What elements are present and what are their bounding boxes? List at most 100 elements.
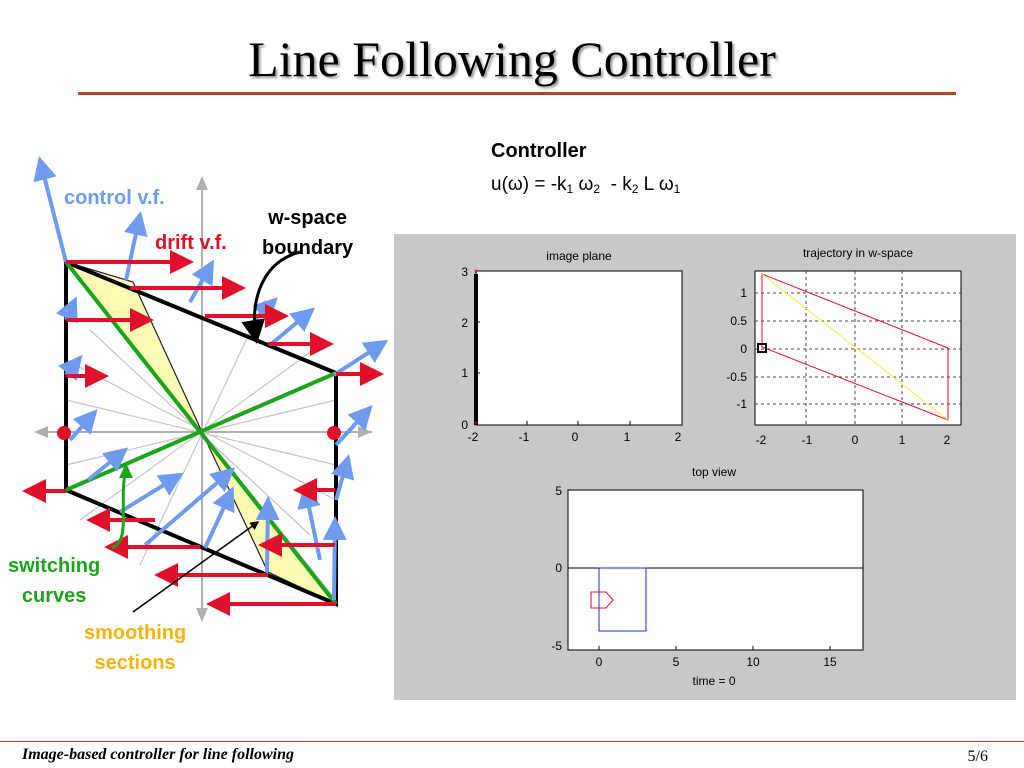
control-arrow — [86, 447, 129, 482]
slide-title: Line Following Controller — [248, 31, 776, 87]
image-plane-plot-area — [475, 270, 683, 426]
top-view-axes: top view 0 5 10 15 5 0 -5 time = 0 — [551, 465, 864, 688]
trajectory-plot-area — [754, 270, 962, 426]
ytick-label: -5 — [551, 639, 562, 653]
eq-subscript: 2 — [593, 182, 601, 196]
vector-field-diagram — [22, 156, 389, 622]
image-plane-axes: image plane * * -2 -1 0 1 2 0 1 2 3 — [461, 249, 683, 444]
smoothing-sections-label: smoothing sections — [84, 618, 186, 678]
xtick-label: 5 — [673, 655, 680, 669]
trajectory-switching-line — [761, 273, 949, 421]
trajectory-title: trajectory in w-space — [803, 246, 913, 260]
footer-rule — [0, 741, 1024, 742]
drift-vector-field — [22, 250, 384, 616]
xtick-label: 1 — [624, 430, 631, 444]
control-arrow — [58, 354, 83, 382]
image-plane-marker: * — [474, 420, 478, 431]
wspace-pointer — [241, 250, 301, 344]
wspace-boundary-label: w-space boundary — [262, 203, 353, 263]
control-arrow — [124, 211, 148, 281]
controller-equation: u(ω) = -k1 ω2 - k2 L ω1 — [491, 174, 680, 196]
eq-subscript: 1 — [566, 182, 574, 196]
top-view-title: top view — [692, 465, 736, 479]
switching-pointer — [111, 469, 128, 550]
title-underline — [78, 92, 956, 95]
ytick-label: 0 — [461, 418, 468, 432]
ytick-label: 0.5 — [730, 314, 747, 328]
matlab-figure-svg: image plane * * -2 -1 0 1 2 0 1 2 3 traj… — [461, 246, 962, 688]
ytick-label: 1 — [461, 366, 468, 380]
smoothing-label-line: smoothing — [84, 622, 187, 644]
equilibrium-dot — [57, 426, 71, 440]
switching-label-line: switching — [8, 555, 101, 577]
image-plane-title: image plane — [546, 249, 612, 263]
control-arrow — [33, 156, 68, 263]
control-arrow — [322, 516, 347, 601]
footer-title: Image-based controller for line followin… — [22, 746, 294, 763]
ytick-label: 2 — [461, 316, 468, 330]
controller-heading: Controller — [491, 140, 587, 162]
eq-part: u(ω) = -k — [491, 174, 567, 195]
control-arrow — [203, 486, 235, 549]
control-arrow — [330, 454, 355, 501]
control-arrow — [188, 259, 214, 303]
wspace-label-line: w-space — [268, 207, 348, 229]
ytick-label: -0.5 — [726, 370, 747, 384]
control-arrow — [297, 484, 322, 561]
control-arrow — [255, 496, 280, 573]
control-vector-field — [33, 156, 389, 601]
image-plane-marker: * — [474, 268, 478, 279]
control-arrow — [268, 307, 316, 347]
eq-subscript: 2 — [631, 182, 639, 196]
eq-part: - k — [600, 174, 632, 195]
top-view-ticks — [598, 646, 831, 650]
xtick-label: -1 — [802, 433, 813, 447]
ytick-label: 1 — [740, 286, 747, 300]
axis-arrowhead — [358, 426, 372, 438]
wspace-label-line: boundary — [262, 237, 354, 259]
axis-arrowhead — [34, 426, 48, 438]
image-plane-ticks — [476, 321, 631, 425]
xtick-label: 2 — [944, 433, 951, 447]
axis-arrowhead — [196, 176, 208, 190]
xtick-label: -2 — [756, 433, 767, 447]
control-arrow — [55, 296, 78, 324]
eq-subscript: 1 — [673, 182, 681, 196]
drift-vf-label: drift v.f. — [155, 232, 227, 254]
top-view-xlabel: time = 0 — [692, 674, 735, 688]
trajectory-marker — [757, 343, 767, 353]
control-vf-label: control v.f. — [64, 187, 165, 209]
eq-part: L ω — [638, 174, 674, 195]
xtick-label: 1 — [899, 433, 906, 447]
ytick-label: -1 — [736, 397, 747, 411]
xtick-label: 15 — [823, 655, 837, 669]
ytick-label: 5 — [555, 484, 562, 498]
xtick-label: 0 — [572, 430, 579, 444]
matlab-figure: image plane * * -2 -1 0 1 2 0 1 2 3 traj… — [394, 234, 1016, 700]
xtick-label: 0 — [852, 433, 859, 447]
switching-curves-label: switching curves — [8, 551, 100, 611]
switching-label-line: curves — [21, 585, 87, 607]
equilibrium-dot — [327, 426, 341, 440]
control-arrow — [68, 409, 98, 442]
control-arrow — [334, 405, 373, 447]
control-arrow — [118, 472, 184, 514]
xtick-label: 0 — [596, 655, 603, 669]
top-view-box — [598, 567, 647, 632]
axis-arrowhead — [196, 608, 208, 622]
robot-marker — [590, 591, 614, 609]
switching-pointer-head — [119, 463, 133, 478]
ytick-label: 0 — [555, 561, 562, 575]
xtick-label: -1 — [519, 430, 530, 444]
ytick-label: 0 — [740, 342, 747, 356]
xtick-label: -2 — [468, 430, 479, 444]
smoothing-label-line: sections — [94, 652, 176, 674]
control-arrow — [332, 339, 389, 377]
eq-part: ω — [573, 174, 594, 195]
xtick-label: 2 — [675, 430, 682, 444]
trajectory-axes: trajectory in w-space -2 -1 0 1 2 1 0.5 … — [726, 246, 962, 447]
top-view-plot-area — [567, 489, 864, 651]
xtick-label: 10 — [746, 655, 760, 669]
smoothing-pointer — [132, 521, 260, 613]
ytick-label: 3 — [461, 265, 468, 279]
